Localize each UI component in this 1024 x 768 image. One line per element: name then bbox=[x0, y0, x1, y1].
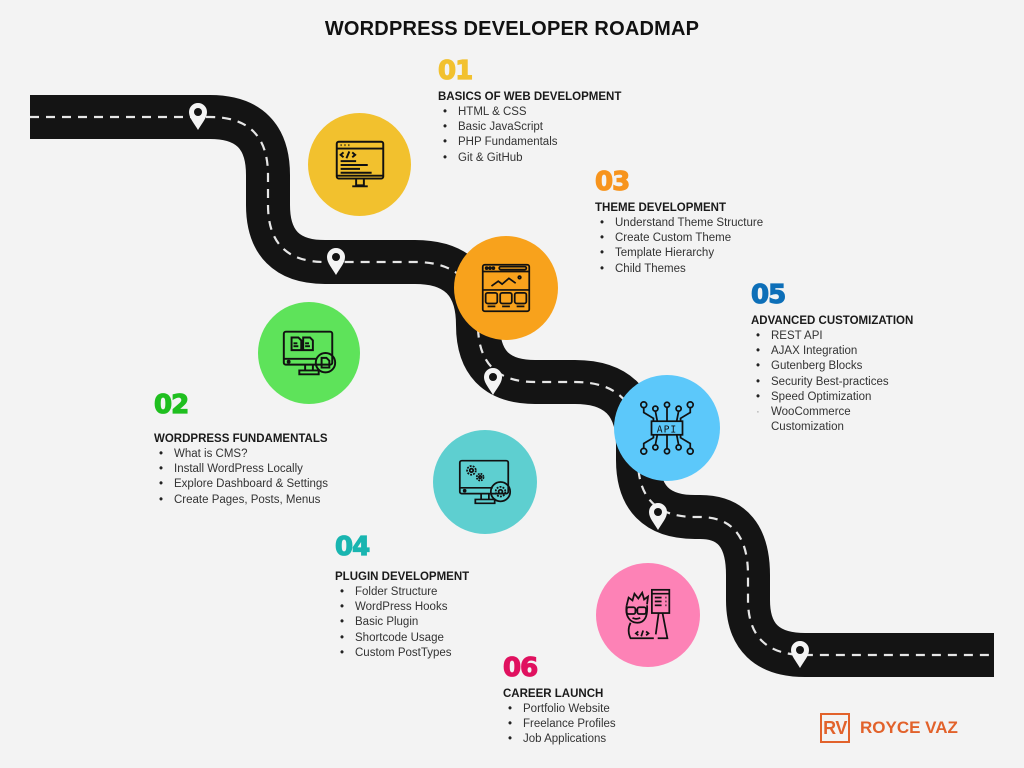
step-item: Explore Dashboard & Settings bbox=[159, 477, 328, 492]
step-number: 02 bbox=[153, 390, 189, 420]
step-02-icon-circle bbox=[258, 302, 360, 404]
step-item: Create Pages, Posts, Menus bbox=[159, 493, 328, 508]
api-circuit-icon: API bbox=[639, 400, 695, 456]
step-item: Job Applications bbox=[508, 732, 616, 747]
step-item: Shortcode Usage bbox=[340, 631, 469, 646]
step-items: What is CMS?Install WordPress LocallyExp… bbox=[154, 447, 328, 508]
step-item: Understand Theme Structure bbox=[600, 216, 763, 231]
step-items: Understand Theme StructureCreate Custom … bbox=[595, 216, 763, 277]
location-pin-hole bbox=[654, 508, 662, 516]
step-number: 06 bbox=[502, 653, 538, 683]
location-pin-hole bbox=[332, 253, 340, 261]
step-item: HTML & CSS bbox=[443, 105, 621, 120]
gears-monitor-icon bbox=[458, 459, 512, 505]
brand-name: ROYCE VAZ bbox=[860, 718, 958, 737]
step-item: Basic Plugin bbox=[340, 615, 469, 630]
step-01-icon-circle bbox=[308, 113, 411, 216]
svg-text:API: API bbox=[657, 424, 677, 435]
step-number: 05 bbox=[750, 280, 786, 310]
step-03-icon-circle bbox=[454, 236, 558, 340]
step-item: WordPress Hooks bbox=[340, 600, 469, 615]
step-item: Child Themes bbox=[600, 262, 763, 277]
step-item: Git & GitHub bbox=[443, 151, 621, 166]
location-pin-hole bbox=[489, 373, 497, 381]
step-item: Folder Structure bbox=[340, 585, 469, 600]
website-layout-icon bbox=[481, 263, 531, 313]
step-heading: BASICS OF WEB DEVELOPMENT bbox=[438, 91, 622, 103]
step-item: Freelance Profiles bbox=[508, 717, 616, 732]
step-04-icon-circle bbox=[433, 430, 537, 534]
step-items: REST APIAJAX IntegrationGutenberg Blocks… bbox=[751, 329, 911, 435]
location-pin-icon bbox=[327, 248, 345, 275]
step-item: Speed Optimization bbox=[756, 390, 911, 405]
step-item: Security Best-practices bbox=[756, 375, 911, 390]
brand-initials: RV bbox=[820, 713, 850, 743]
step-number: 04 bbox=[334, 532, 370, 562]
location-pin-hole bbox=[194, 108, 202, 116]
step-02-block: 02 WORDPRESS FUNDAMENTALS What is CMS?In… bbox=[153, 390, 328, 508]
step-item: AJAX Integration bbox=[756, 344, 911, 359]
step-01-block: 01 BASICS OF WEB DEVELOPMENT HTML & CSSB… bbox=[437, 56, 622, 166]
road-center-line bbox=[30, 115, 994, 657]
step-items: HTML & CSSBasic JavaScriptPHP Fundamenta… bbox=[438, 105, 621, 166]
step-items: Portfolio WebsiteFreelance ProfilesJob A… bbox=[503, 702, 616, 748]
step-06-icon-circle bbox=[596, 563, 700, 667]
step-number: 01 bbox=[437, 56, 473, 86]
code-monitor-icon bbox=[335, 140, 384, 187]
step-number: 03 bbox=[594, 167, 630, 197]
documents-monitor-icon bbox=[282, 330, 337, 376]
step-heading: PLUGIN DEVELOPMENT bbox=[335, 571, 470, 583]
step-heading: CAREER LAUNCH bbox=[503, 688, 604, 700]
page-title: WORDPRESS DEVELOPER ROADMAP bbox=[324, 18, 700, 40]
developer-person-icon bbox=[625, 588, 671, 640]
step-item: REST API bbox=[756, 329, 911, 344]
step-item: Template Hierarchy bbox=[600, 246, 763, 261]
step-items: Folder StructureWordPress HooksBasic Plu… bbox=[335, 585, 469, 661]
location-pin-icon bbox=[189, 103, 207, 130]
step-05-block: 05 ADVANCED CUSTOMIZATION REST APIAJAX I… bbox=[750, 280, 914, 435]
step-item: PHP Fundamentals bbox=[443, 135, 621, 150]
step-06-block: 06 CAREER LAUNCH Portfolio WebsiteFreela… bbox=[502, 653, 616, 748]
step-item: Portfolio Website bbox=[508, 702, 616, 717]
step-item: Gutenberg Blocks bbox=[756, 359, 911, 374]
step-heading: ADVANCED CUSTOMIZATION bbox=[751, 315, 914, 327]
step-03-block: 03 THEME DEVELOPMENT Understand Theme St… bbox=[594, 167, 763, 277]
step-item: What is CMS? bbox=[159, 447, 328, 462]
step-item: Create Custom Theme bbox=[600, 231, 763, 246]
location-pin-icon bbox=[649, 503, 667, 530]
step-heading: WORDPRESS FUNDAMENTALS bbox=[154, 433, 328, 445]
step-item: Custom PostTypes bbox=[340, 646, 469, 661]
location-pin-hole bbox=[796, 646, 804, 654]
location-pin-icon bbox=[484, 368, 502, 395]
step-05-icon-circle: API bbox=[614, 375, 720, 481]
step-item: Basic JavaScript bbox=[443, 120, 621, 135]
step-heading: THEME DEVELOPMENT bbox=[595, 202, 726, 214]
brand-logo: RV ROYCE VAZ bbox=[820, 713, 958, 743]
step-item: WooCommerce Customization bbox=[756, 405, 911, 435]
step-04-block: 04 PLUGIN DEVELOPMENT Folder StructureWo… bbox=[334, 532, 470, 661]
location-pin-icon bbox=[791, 641, 809, 668]
step-item: Install WordPress Locally bbox=[159, 462, 328, 477]
